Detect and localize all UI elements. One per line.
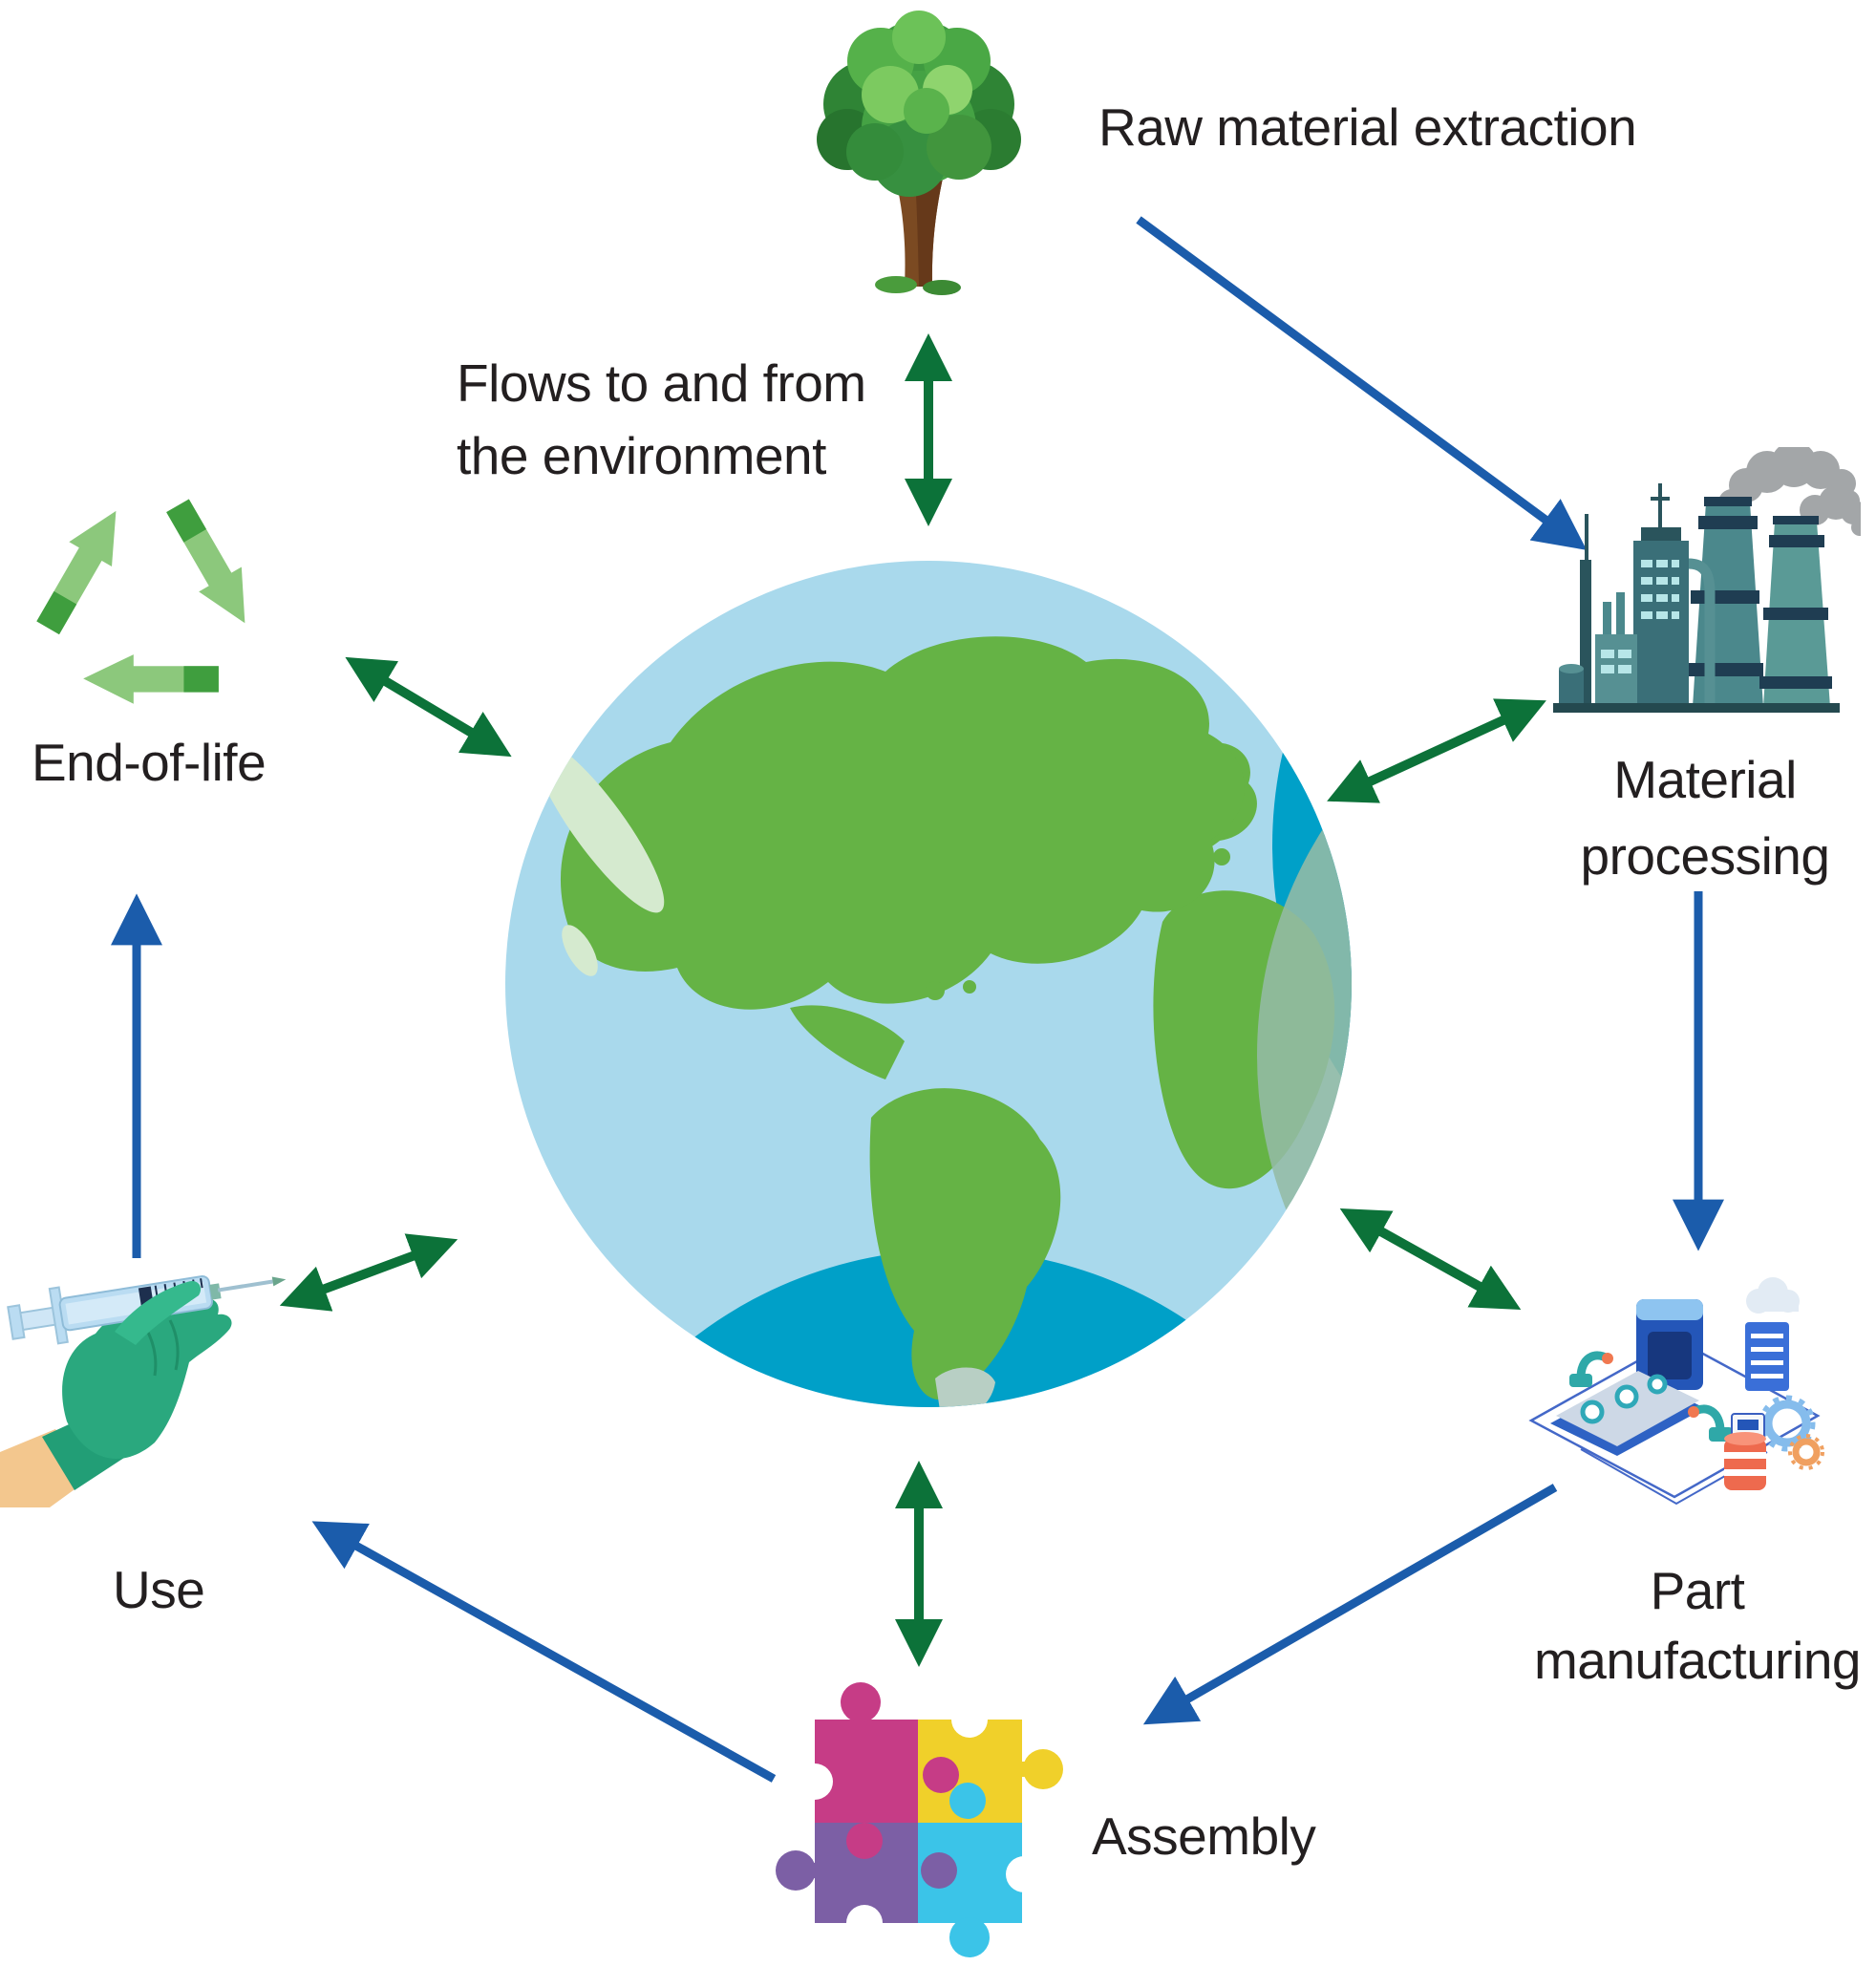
label-assembly: Assembly <box>1092 1806 1316 1866</box>
puzzle-icon <box>772 1678 1068 1964</box>
globe-icon <box>503 559 1354 1409</box>
arrow-environment-endoflife <box>345 656 512 758</box>
arrow-assembly-to-use <box>311 1521 777 1783</box>
tree-icon <box>776 4 1062 300</box>
arrow-raw-to-processing <box>1136 216 1588 550</box>
tree-art <box>817 11 1021 295</box>
factory-art <box>1553 447 1861 713</box>
syringe-hand-art <box>0 1275 287 1507</box>
puzzle-art <box>776 1682 1063 1957</box>
manufacturing-line-icon <box>1524 1263 1824 1511</box>
label-use: Use <box>113 1560 205 1619</box>
recycle-arrow <box>83 654 219 704</box>
syringe-hand-icon <box>0 1230 296 1507</box>
factory-icon <box>1546 447 1861 729</box>
arrow-environment-use <box>279 1233 458 1312</box>
label-part-manufacturing: Part manufacturing <box>1533 1561 1862 1690</box>
label-material-processing: Material processing <box>1580 750 1830 886</box>
recycle-icon <box>19 482 277 726</box>
label-end-of-life: End-of-life <box>32 733 266 792</box>
manufacturing-art <box>1528 1277 1824 1506</box>
label-raw-material-extraction: Raw material extraction <box>1098 97 1637 157</box>
globe-art <box>505 561 1352 1407</box>
arrow-environment-part <box>1339 1208 1522 1310</box>
arrow-part-to-assembly <box>1142 1484 1558 1725</box>
label-flows-environment: Flows to and from the environment <box>457 353 866 485</box>
arrow-environment-processing <box>1327 698 1546 803</box>
